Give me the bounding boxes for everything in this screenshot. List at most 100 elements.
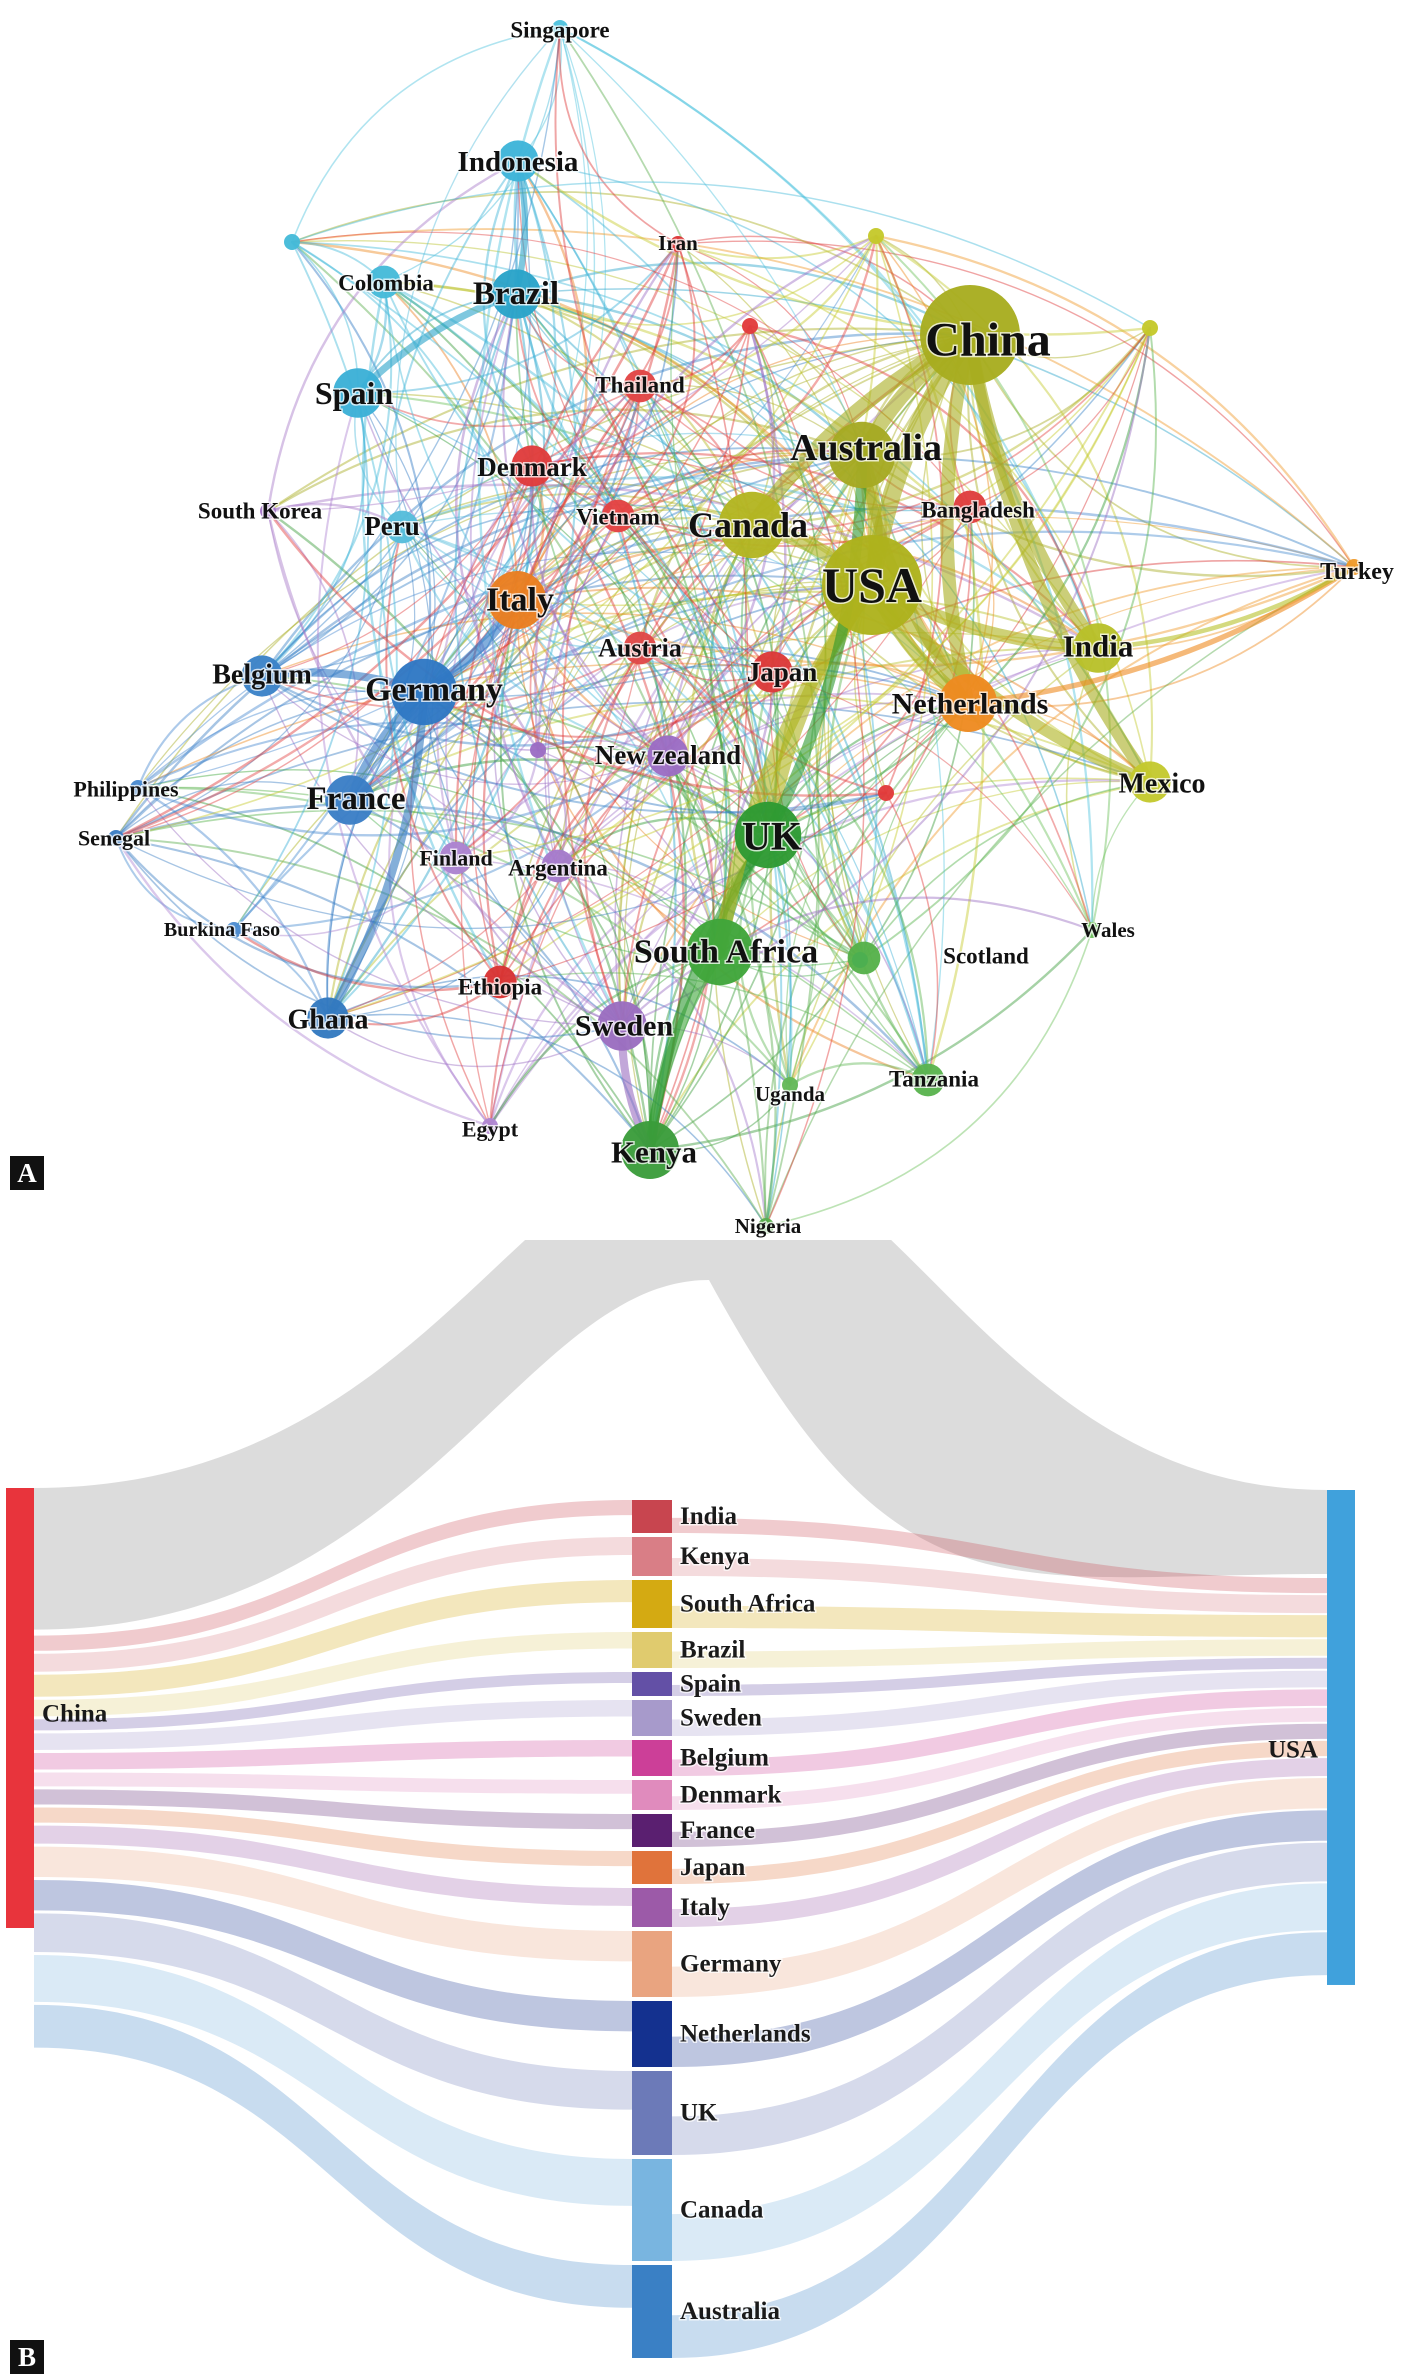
network-edge	[966, 333, 1152, 784]
network-edge	[748, 324, 1100, 650]
network-edge	[445, 385, 641, 859]
network-edge	[357, 392, 873, 586]
network-edge	[498, 670, 774, 984]
network-edge	[516, 334, 971, 601]
network-edge	[357, 392, 669, 757]
network-edge	[357, 385, 641, 428]
network-edge	[676, 234, 878, 260]
flow-italy-usa	[672, 1758, 1327, 1927]
network-node-burkina-faso	[226, 922, 242, 938]
network-edge	[382, 280, 793, 1087]
sankey-node-kenya	[632, 1537, 672, 1576]
network-edge	[516, 599, 865, 959]
network-label-china: China	[925, 314, 1050, 367]
network-node-thailand	[623, 369, 657, 403]
network-edge	[266, 483, 1100, 650]
network-edge	[382, 280, 930, 1082]
network-label-scotland: Scotland	[943, 944, 1029, 969]
flow-south-africa-usa	[672, 1605, 1327, 1638]
network-edge-heavy	[1095, 564, 1357, 651]
network-edge	[266, 159, 520, 513]
network-node-unlabeled-yellow-2	[1142, 320, 1158, 336]
network-node-japan	[751, 651, 793, 693]
network-edge	[482, 159, 534, 468]
network-edge	[290, 240, 768, 1228]
network-edge	[136, 786, 330, 1020]
network-node-unlabeled-cyan-1	[284, 234, 300, 250]
sankey-label-uk: UK	[680, 2100, 718, 2127]
network-label-usa: USA	[822, 557, 922, 613]
flow-germany-usa	[672, 1778, 1327, 1997]
network-edge	[499, 327, 1151, 983]
flow-belgium-usa	[672, 1689, 1327, 1776]
network-edge	[789, 957, 865, 1086]
flow-china-brazil	[34, 1632, 632, 1717]
network-label-ghana: Ghana	[288, 1005, 369, 1036]
network-edge	[400, 476, 1100, 650]
flow-china-kenya	[34, 1537, 632, 1672]
network-node-turkey	[1346, 559, 1362, 575]
flow-brazil-usa	[672, 1639, 1327, 1668]
sankey-label-china: China	[42, 1701, 108, 1728]
network-node-ghana	[307, 997, 349, 1039]
sankey-label-japan: Japan	[680, 1854, 745, 1881]
network-edge	[874, 234, 1356, 569]
flow-china-india	[34, 1500, 632, 1651]
network-edge	[454, 293, 623, 1027]
network-edge	[885, 792, 939, 1081]
flow-japan-usa	[672, 1740, 1327, 1884]
network-label-bangladesh: Bangladesh	[921, 498, 1035, 523]
network-label-denmark: Denmark	[477, 452, 587, 482]
flow-china-sweden	[34, 1700, 632, 1750]
sankey-node-japan	[632, 1851, 672, 1884]
network-edge	[454, 242, 680, 860]
network-edge	[557, 700, 969, 867]
network-edge	[401, 526, 773, 673]
network-edge	[515, 598, 930, 1082]
network-edge	[326, 523, 754, 1020]
network-node-bangladesh	[953, 490, 987, 524]
network-edge	[291, 181, 1151, 329]
network-edge	[499, 972, 929, 1081]
network-edge	[455, 692, 969, 859]
network-edge	[499, 584, 873, 983]
network-edge	[400, 525, 670, 758]
network-edge	[327, 974, 791, 1086]
network-edge	[516, 159, 1152, 336]
network-edge	[517, 160, 728, 953]
network-edge	[291, 241, 398, 1019]
panel-a-label: A	[10, 1156, 44, 1190]
network-edge	[326, 292, 534, 1020]
network-node-iran	[670, 236, 686, 252]
network-label-egypt: Egypt	[462, 1117, 519, 1142]
network-edge	[616, 234, 878, 518]
network-edge	[115, 837, 235, 931]
network-edge	[789, 566, 1355, 1086]
network-edge	[401, 526, 651, 1151]
flow-china-japan	[34, 1807, 632, 1867]
sankey-node-germany	[632, 1931, 672, 1997]
network-edge	[261, 456, 1355, 677]
network-node-philippines	[130, 780, 146, 796]
flow-spain-usa	[672, 1657, 1327, 1696]
network-edge	[379, 160, 519, 859]
network-label-brazil: Brazil	[473, 276, 559, 312]
network-edge	[515, 159, 588, 602]
network-edge	[326, 980, 502, 1026]
network-edge	[765, 566, 1355, 1227]
network-edge	[422, 159, 557, 694]
network-edge	[499, 454, 863, 983]
network-edge	[327, 1013, 767, 1227]
network-edge	[617, 334, 971, 517]
network-label-senegal: Senegal	[78, 826, 150, 851]
network-edge	[617, 448, 863, 517]
network-edge	[291, 191, 971, 336]
network-edge	[513, 159, 620, 518]
network-edge	[114, 574, 874, 840]
network-edge	[677, 240, 1355, 568]
network-edge	[537, 454, 863, 751]
network-edge	[348, 384, 642, 802]
network-node-france	[325, 775, 375, 825]
network-edge	[261, 392, 366, 677]
